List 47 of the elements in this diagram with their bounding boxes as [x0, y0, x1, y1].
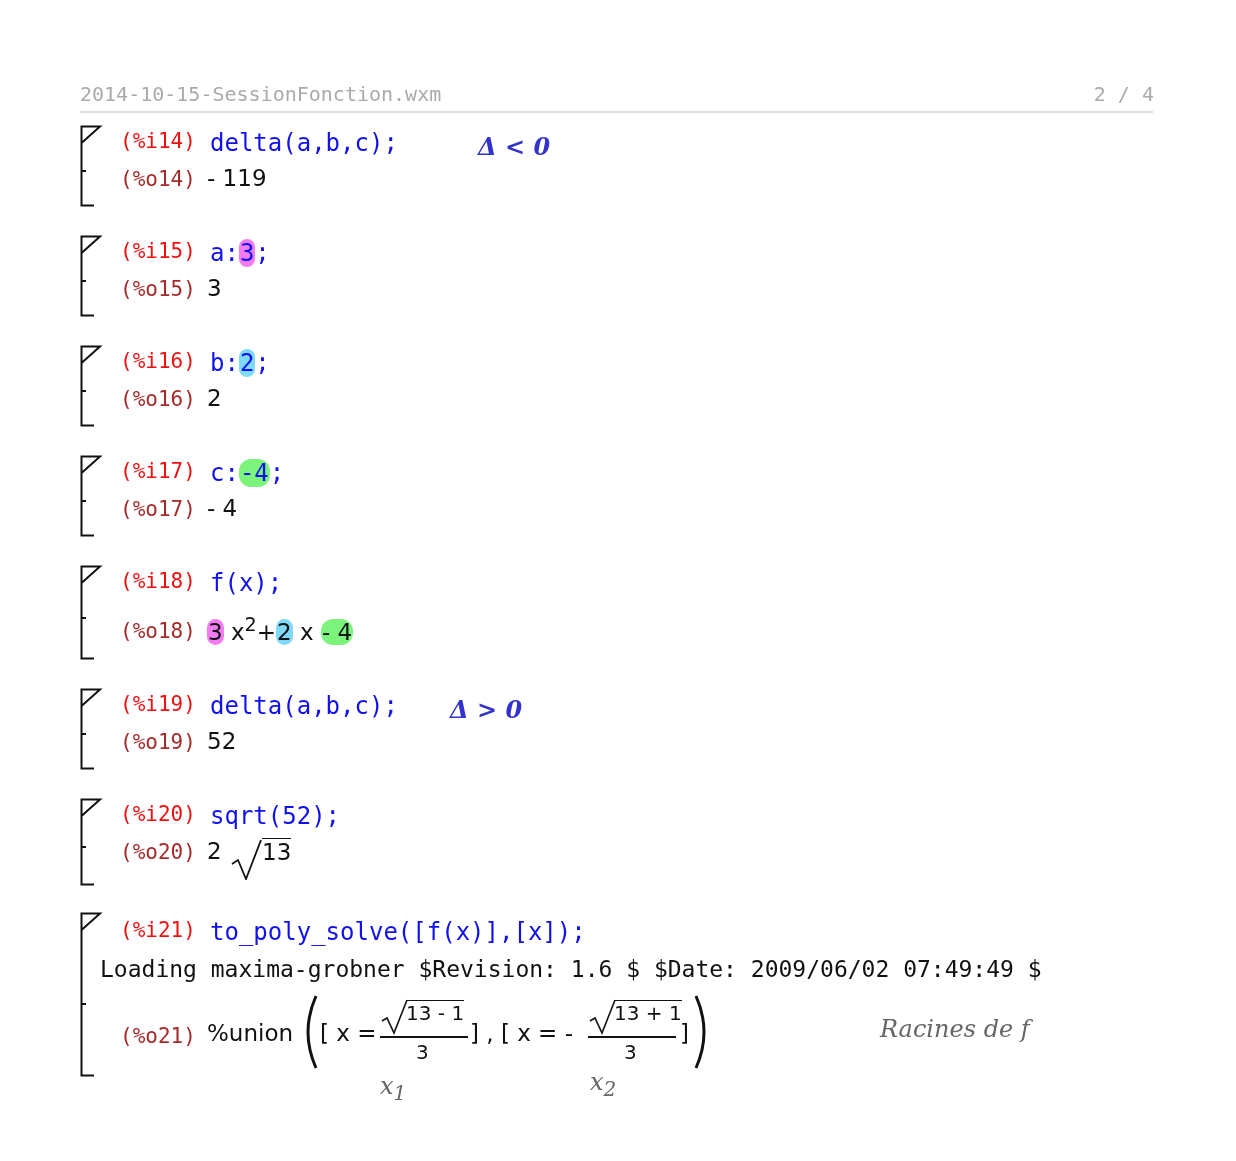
radicand: 13: [262, 838, 292, 865]
input-code: b:2;: [210, 349, 270, 377]
input-prompt: (%i19): [120, 692, 196, 716]
handwritten-note: x$_{2}$: [590, 1068, 617, 1101]
output-value: %union: [207, 1020, 294, 1046]
page-number: 2 / 4: [1093, 82, 1154, 106]
fraction-denominator: 3: [624, 1040, 637, 1064]
output-value: [ x =: [320, 1020, 377, 1046]
input-prompt: (%i14): [120, 129, 196, 153]
output-value: - 119: [207, 165, 267, 191]
output-prompt: (%o15): [120, 277, 196, 301]
output-prompt: (%o20): [120, 840, 196, 864]
output-prompt: (%o19): [120, 730, 196, 754]
input-prompt: (%i20): [120, 802, 196, 826]
output-prompt: (%o17): [120, 497, 196, 521]
output-value: 2: [207, 838, 222, 864]
output-value: 2: [207, 385, 222, 411]
output-value: 3 x$^{2}$+2 x - 4: [207, 613, 354, 645]
input-prompt: (%i16): [120, 349, 196, 373]
output-prompt: (%o14): [120, 167, 196, 191]
output-value: ]: [680, 1020, 689, 1046]
input-code: f(x);: [210, 569, 283, 597]
input-prompt: (%i18): [120, 569, 196, 593]
handwritten-note: x$_{1}$: [380, 1072, 407, 1105]
input-prompt: (%i15): [120, 239, 196, 263]
output-value: 52: [207, 728, 237, 754]
input-prompt: (%i17): [120, 459, 196, 483]
input-prompt: (%i21): [120, 918, 196, 942]
input-code: c:-4;: [210, 459, 285, 487]
input-code: delta(a,b,c);: [210, 692, 398, 720]
output-value: ] , [ x = -: [470, 1020, 573, 1046]
output-prompt: (%o16): [120, 387, 196, 411]
output-value: 3: [207, 275, 222, 301]
loading-message: Loading maxima-grobner $Revision: 1.6 $ $Date: 2009/06/02 07:49:49 $: [100, 956, 1042, 982]
fraction-denominator: 3: [416, 1040, 429, 1064]
input-code: a:3;: [210, 239, 270, 267]
handwritten-note: Δ > 0: [450, 695, 523, 724]
handwritten-note: Δ < 0: [478, 132, 551, 161]
output-prompt: (%o21): [120, 1024, 196, 1048]
fraction-numerator: 13 + 1: [614, 1000, 682, 1025]
output-value: - 4: [207, 495, 238, 521]
input-code: to_poly_solve([f(x)],[x]);: [210, 918, 586, 946]
fraction-numerator: 13 - 1: [406, 1000, 465, 1025]
input-code: delta(a,b,c);: [210, 129, 398, 157]
input-code: sqrt(52);: [210, 802, 341, 830]
output-prompt: (%o18): [120, 619, 196, 643]
header-filename: 2014-10-15-SessionFonction.wxm: [80, 82, 442, 106]
